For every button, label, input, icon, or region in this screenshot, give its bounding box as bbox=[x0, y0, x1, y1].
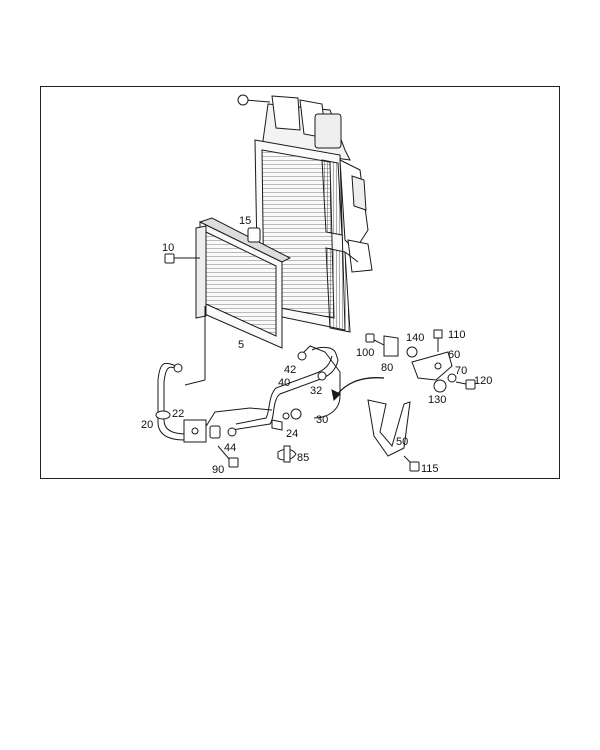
label-15: 15 bbox=[239, 215, 251, 227]
label-90: 90 bbox=[212, 464, 224, 476]
label-5: 5 bbox=[238, 339, 244, 351]
part-labels: 5 10 15 20 22 24 30 32 40 42 44 50 60 70… bbox=[141, 215, 492, 476]
bolt-90 bbox=[217, 445, 239, 468]
diagram-frame bbox=[40, 86, 560, 479]
label-85: 85 bbox=[297, 452, 309, 464]
label-30: 30 bbox=[316, 414, 328, 426]
label-20: 20 bbox=[141, 419, 153, 431]
direction-arrow bbox=[331, 377, 385, 402]
oil-lines bbox=[155, 345, 341, 443]
oil-cooler bbox=[184, 217, 292, 386]
label-110: 110 bbox=[448, 329, 466, 341]
bracket-15 bbox=[247, 227, 261, 243]
label-100: 100 bbox=[356, 347, 374, 359]
label-60: 60 bbox=[448, 349, 460, 361]
label-32: 32 bbox=[310, 385, 322, 397]
label-40: 40 bbox=[278, 377, 290, 389]
bolt-10 bbox=[164, 253, 200, 264]
label-24: 24 bbox=[286, 428, 298, 440]
label-120: 120 bbox=[474, 375, 492, 387]
clamp-85 bbox=[277, 445, 297, 463]
label-42: 42 bbox=[284, 364, 296, 376]
label-10: 10 bbox=[162, 242, 174, 254]
label-140: 140 bbox=[406, 332, 424, 344]
bracket-assembly bbox=[365, 329, 476, 472]
label-44: 44 bbox=[224, 442, 236, 454]
label-22: 22 bbox=[172, 408, 184, 420]
label-130: 130 bbox=[428, 394, 446, 406]
label-80: 80 bbox=[381, 362, 393, 374]
label-115: 115 bbox=[421, 463, 439, 475]
label-70: 70 bbox=[455, 365, 467, 377]
label-50: 50 bbox=[396, 436, 408, 448]
